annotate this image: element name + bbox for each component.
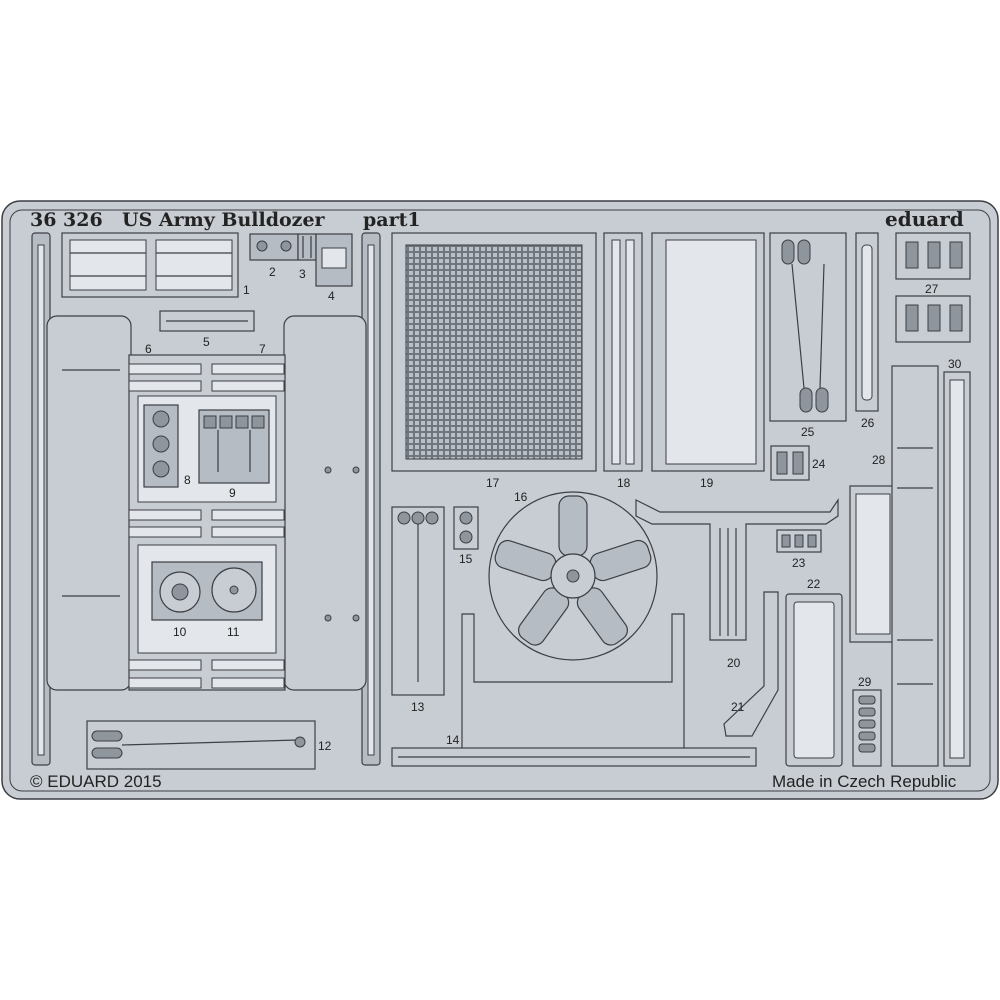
kit-title: US Army Bulldozer bbox=[122, 209, 326, 231]
part-15 bbox=[453, 506, 479, 550]
label-2: 2 bbox=[269, 265, 276, 279]
copyright-text: © EDUARD 2015 bbox=[30, 772, 162, 791]
part-14 bbox=[391, 613, 757, 767]
part-21 bbox=[723, 591, 779, 737]
label-10: 10 bbox=[173, 625, 187, 639]
part-12 bbox=[86, 720, 316, 770]
part-19 bbox=[651, 232, 765, 472]
label-26: 26 bbox=[861, 416, 875, 430]
label-20: 20 bbox=[727, 656, 741, 670]
brand-logo: eduard bbox=[885, 207, 964, 231]
part-23 bbox=[776, 529, 822, 553]
label-13: 13 bbox=[411, 700, 425, 714]
label-29: 29 bbox=[858, 675, 872, 689]
label-28: 28 bbox=[872, 453, 886, 467]
part-9 bbox=[198, 409, 270, 484]
label-12: 12 bbox=[318, 739, 332, 753]
label-8: 8 bbox=[184, 473, 191, 487]
right-strip bbox=[891, 365, 939, 767]
part-24 bbox=[770, 445, 810, 481]
label-22: 22 bbox=[807, 577, 821, 591]
label-4: 4 bbox=[328, 289, 335, 303]
part-25 bbox=[769, 232, 847, 422]
kit-code: 36 326 bbox=[30, 209, 103, 231]
label-5: 5 bbox=[203, 335, 210, 349]
part-18 bbox=[603, 232, 643, 472]
label-18: 18 bbox=[617, 476, 631, 490]
part-1 bbox=[61, 232, 239, 298]
part-29 bbox=[852, 689, 882, 767]
mid-rail-inner bbox=[367, 244, 375, 756]
left-rail-inner bbox=[37, 244, 45, 756]
label-17: 17 bbox=[486, 476, 500, 490]
part-30 bbox=[943, 371, 971, 767]
label-27: 27 bbox=[925, 282, 939, 296]
label-23: 23 bbox=[792, 556, 806, 570]
part-27 bbox=[895, 232, 971, 343]
label-6: 6 bbox=[145, 342, 152, 356]
part-4 bbox=[315, 233, 353, 287]
part-16 bbox=[488, 491, 658, 661]
label-21: 21 bbox=[731, 700, 745, 714]
label-30: 30 bbox=[948, 357, 962, 371]
part-5 bbox=[159, 310, 255, 332]
label-11: 11 bbox=[227, 625, 240, 639]
part-22 bbox=[785, 593, 843, 767]
part-8 bbox=[143, 404, 179, 488]
label-25: 25 bbox=[801, 425, 815, 439]
label-19: 19 bbox=[700, 476, 714, 490]
label-15: 15 bbox=[459, 552, 473, 566]
part-13 bbox=[391, 506, 445, 696]
label-7: 7 bbox=[259, 342, 266, 356]
label-16: 16 bbox=[514, 490, 528, 504]
part-3 bbox=[297, 233, 317, 261]
kit-part: part1 bbox=[363, 209, 421, 231]
part-26 bbox=[855, 232, 879, 412]
label-3: 3 bbox=[299, 267, 306, 281]
origin-text: Made in Czech Republic bbox=[772, 772, 957, 791]
fret-inner-border bbox=[9, 209, 991, 792]
part-20 bbox=[635, 498, 839, 641]
panel-right bbox=[283, 315, 367, 691]
part-2 bbox=[249, 233, 299, 261]
panel-left bbox=[46, 315, 132, 691]
part-28 bbox=[849, 485, 897, 643]
label-24: 24 bbox=[812, 457, 826, 471]
part-11 bbox=[211, 567, 257, 613]
label-14: 14 bbox=[446, 733, 460, 747]
part-17 bbox=[391, 232, 597, 472]
label-9: 9 bbox=[229, 486, 236, 500]
label-1: 1 bbox=[243, 283, 250, 297]
